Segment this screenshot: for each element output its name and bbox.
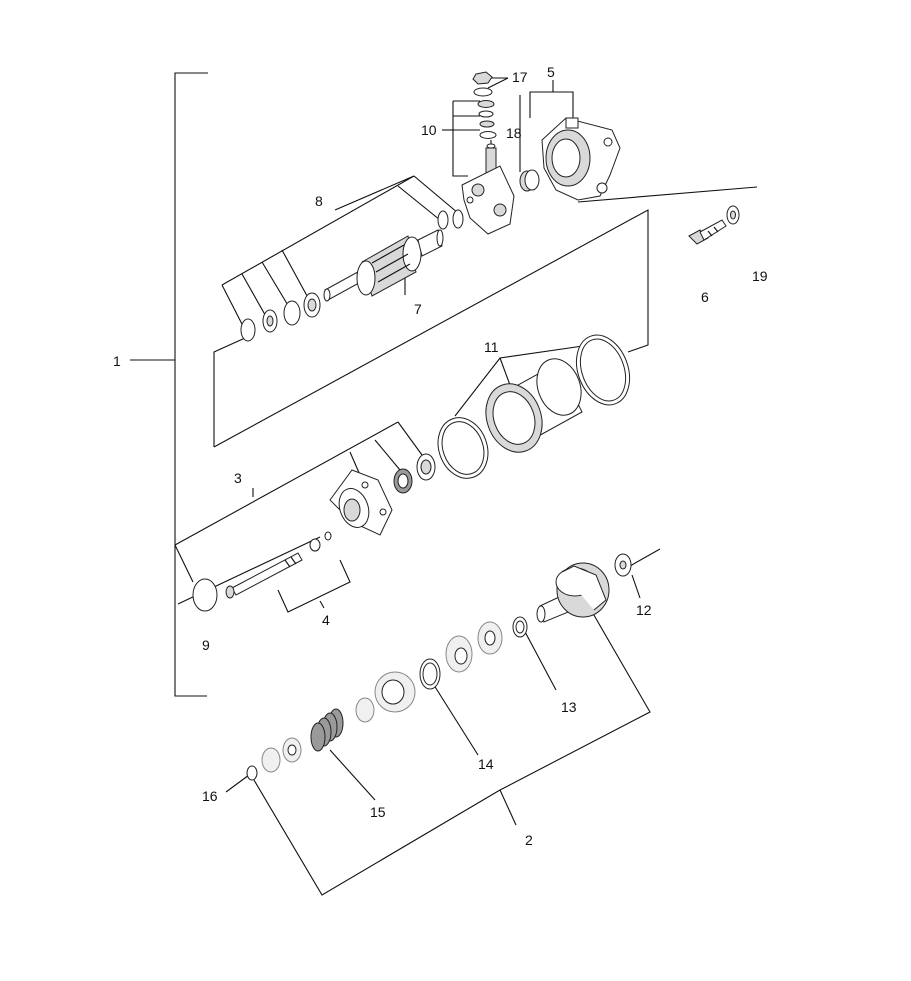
callout-9: 9	[202, 637, 210, 653]
callout-10: 10	[421, 122, 437, 138]
spring	[310, 708, 344, 752]
armature-washers	[240, 209, 464, 342]
clutch-plates	[445, 621, 503, 673]
callout-17: 17	[512, 69, 528, 85]
front-bracket	[329, 469, 393, 536]
armature	[323, 229, 444, 302]
callout-15: 15	[370, 804, 386, 820]
callout-3: 3	[234, 470, 242, 486]
callout-18: 18	[506, 125, 522, 141]
pinion-shaft	[536, 562, 610, 623]
leader-lines	[130, 72, 758, 896]
end-housing	[541, 117, 621, 201]
parts	[192, 71, 740, 781]
o-ring-large	[575, 334, 631, 406]
brush-plate	[461, 165, 515, 235]
washer-12	[614, 553, 632, 577]
callout-16: 16	[202, 788, 218, 804]
callouts: 1 2 3 4 5 6 7 8 9 10 11 12 13 14 15 16 1…	[113, 64, 768, 848]
o-ring-small	[437, 417, 489, 479]
through-bolt	[225, 531, 332, 599]
callout-2: 2	[525, 832, 533, 848]
callout-7: 7	[414, 301, 422, 317]
bearing	[393, 453, 436, 494]
clutch-gear	[355, 671, 416, 723]
callout-14: 14	[478, 756, 494, 772]
callout-19: 19	[752, 268, 768, 284]
ring-14	[419, 658, 441, 690]
stop-collars	[261, 737, 302, 773]
callout-11: 11	[484, 339, 499, 355]
end-cap	[192, 578, 218, 612]
callout-8: 8	[315, 193, 323, 209]
sleeve	[519, 169, 540, 192]
yoke	[485, 358, 583, 453]
callout-13: 13	[561, 699, 577, 715]
callout-6: 6	[701, 289, 709, 305]
mounting-bolt	[688, 219, 727, 245]
callout-5: 5	[547, 64, 555, 80]
nut-washer-stack	[472, 71, 497, 139]
callout-1: 1	[113, 353, 121, 369]
callout-4: 4	[322, 612, 330, 628]
circlip-13	[512, 616, 528, 638]
washer-19	[726, 205, 740, 225]
snap-ring-16	[246, 765, 258, 781]
callout-12: 12	[636, 602, 652, 618]
